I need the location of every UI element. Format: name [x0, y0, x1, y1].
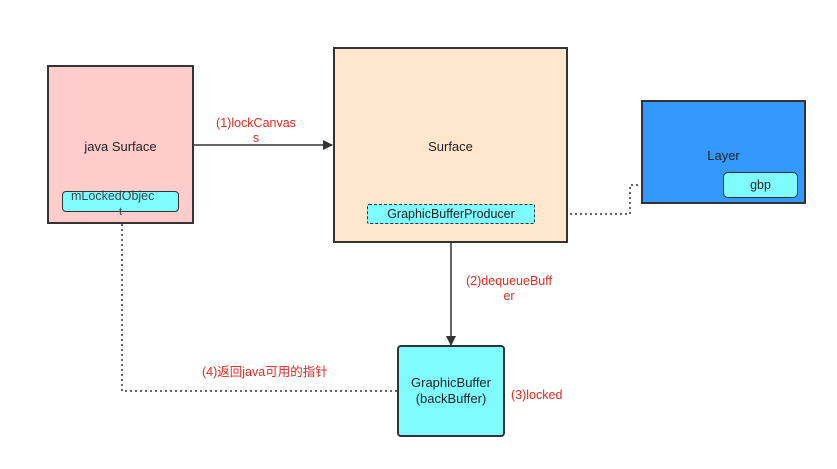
- layer-label: Layer: [707, 148, 740, 163]
- m-locked-object-label-overflow: t: [119, 206, 123, 218]
- graphic-buffer-node: GraphicBuffer (backBuffer): [397, 345, 505, 437]
- gbp-label: gbp: [750, 178, 771, 192]
- graphic-buffer-producer-label: GraphicBufferProducer: [387, 207, 515, 221]
- lock-canvas-label-line1: (1)lockCanvas: [216, 116, 296, 130]
- locked-label: (3)locked: [511, 388, 563, 402]
- edge-return-pointer: [117, 213, 397, 392]
- gbp-field: gbp: [723, 172, 798, 198]
- return-pointer-label: (4)返回java可用的指针: [202, 365, 328, 379]
- dequeue-buffer-label-line1: (2)dequeueBuff: [466, 274, 552, 288]
- graphic-buffer-label-line1: GraphicBuffer: [411, 375, 491, 390]
- dequeue-buffer-label-line2: er: [503, 289, 515, 303]
- dequeue-buffer-label: (2)dequeueBuff er: [457, 274, 561, 304]
- m-locked-object-label: mLockedObjec: [71, 189, 155, 203]
- lock-canvas-label: (1)lockCanvas s: [210, 116, 302, 146]
- lock-canvas-label-line2: s: [252, 131, 260, 145]
- surface-label: Surface: [428, 139, 473, 154]
- m-locked-object-field: mLockedObjec t: [62, 189, 179, 218]
- graphic-buffer-label-line2: (backBuffer): [415, 391, 487, 406]
- graphic-buffer-producer-field: GraphicBufferProducer: [367, 204, 535, 224]
- java-surface-label: java Surface: [84, 139, 157, 154]
